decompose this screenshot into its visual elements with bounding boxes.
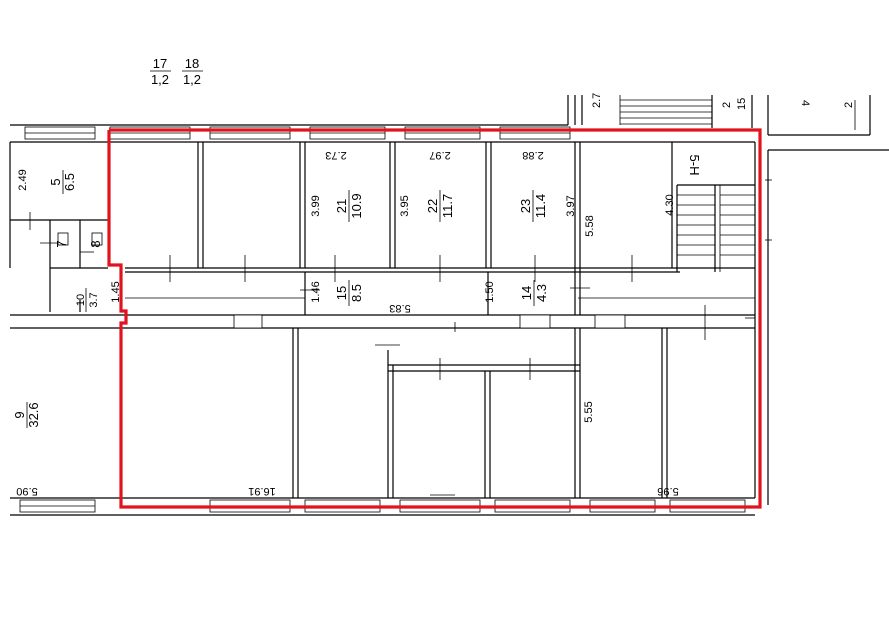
room-number: 5 [48, 178, 63, 185]
room-area: 32.6 [26, 402, 41, 427]
dim-5-83: 5.83 [389, 302, 410, 314]
dim-3-97: 3.97 [565, 195, 577, 216]
room-number: 15 [334, 286, 349, 300]
dim-2-97: 2.97 [429, 149, 450, 161]
room-5-dim: 2.49 [17, 169, 29, 190]
fraction-den: 1,2 [183, 72, 201, 87]
stair-label-top-d: 4 [799, 100, 811, 106]
dim-5-55: 5.55 [583, 401, 595, 422]
dim-1-46: 1.46 [310, 281, 322, 302]
room-number: 22 [425, 199, 440, 213]
room-area: 3.7 [88, 292, 100, 307]
stair-label-h: 5-H [687, 155, 702, 176]
dim-5-58: 5.58 [584, 215, 596, 236]
room-5-label: 5 6.5 2.49 [17, 169, 77, 194]
room-9-label: 9 32.6 [12, 402, 41, 428]
right-exterior-wall [754, 142, 889, 505]
dim-1-50: 1.50 [484, 281, 496, 302]
dim-2-88: 2.88 [522, 149, 543, 161]
room-22-label: 22 11.7 [425, 190, 455, 222]
highlighted-area-outline [107, 128, 762, 509]
dim-3-95: 3.95 [399, 195, 411, 216]
dim-1-45: 1.45 [110, 281, 122, 302]
dim-5-96: 5.96 [657, 485, 678, 497]
header-fraction-17: 17 1,2 [150, 56, 171, 87]
room-8-label: 8 [88, 240, 103, 247]
dim-4-30: 4.30 [664, 194, 676, 215]
room-number: 21 [334, 199, 349, 213]
room-area: 8.5 [349, 284, 364, 302]
room-23-label: 23 11.4 [518, 190, 548, 222]
room-area: 11.7 [440, 194, 455, 218]
dim-2-73: 2.73 [325, 149, 346, 161]
room-15-label: 15 8.5 [334, 280, 364, 306]
header-fraction-18: 18 1,2 [182, 56, 203, 87]
top-rooms-walls [169, 142, 633, 315]
room-number: 10 [75, 294, 87, 306]
room-10-label: 10 3.7 [75, 288, 100, 312]
dim-5-90: 5.90 [16, 485, 37, 497]
room-7-label: 7 [54, 240, 69, 247]
dim-3-99: 3.99 [310, 195, 322, 216]
corridor-walls [10, 267, 755, 329]
room-number: 9 [12, 411, 27, 418]
top-exterior-wall [10, 124, 755, 143]
left-wing [9, 142, 108, 312]
stair-label-top-c: 15 [736, 98, 748, 110]
fraction-den: 1,2 [151, 72, 169, 87]
room-14-label: 14 4.3 [519, 280, 549, 306]
room-area: 11.4 [533, 194, 548, 218]
room-number: 23 [518, 199, 533, 213]
staircase [671, 142, 755, 272]
room-area: 10.9 [349, 193, 364, 218]
top-stair-fragment: 2.7 2 15 4 2 [567, 93, 871, 136]
stair-label-top-a: 2.7 [591, 93, 603, 108]
room-21-label: 21 10.9 [334, 190, 364, 222]
dim-16-91: 16.91 [248, 485, 276, 497]
fraction-num: 18 [185, 56, 199, 71]
stair-label-top-b: 2 [721, 102, 733, 108]
stair-label-top-e: 2 [843, 102, 855, 108]
room-area: 6.5 [62, 173, 77, 191]
room-number: 14 [519, 286, 534, 300]
room-area: 4.3 [534, 284, 549, 302]
fraction-num: 17 [153, 56, 167, 71]
